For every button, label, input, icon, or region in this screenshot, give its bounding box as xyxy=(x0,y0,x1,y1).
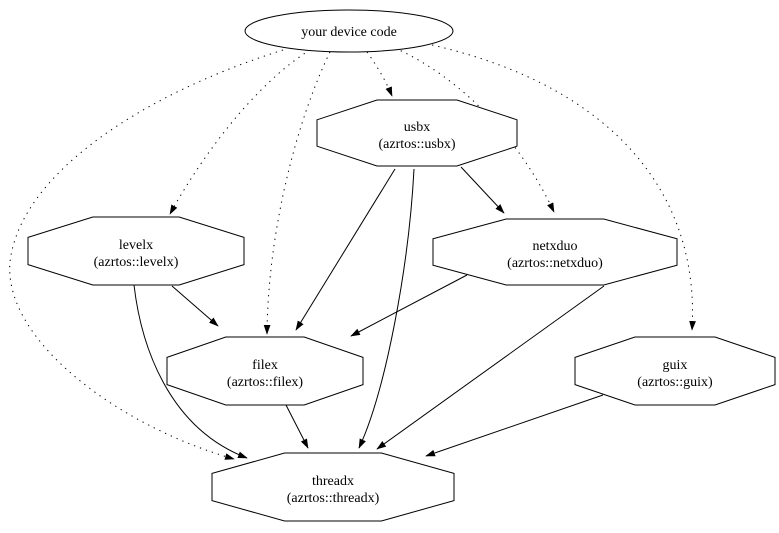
edge-usbx-to-filex xyxy=(295,168,396,331)
levelx-octagon-outline xyxy=(27,216,245,286)
node-levelx: levelx(azrtos::levelx) xyxy=(27,216,245,286)
edge-levelx-to-threadx xyxy=(133,284,248,459)
node-device-code: your device code xyxy=(244,9,454,53)
node-usbx: usbx(azrtos::usbx) xyxy=(316,99,518,167)
edge-device-code-to-usbx xyxy=(366,51,393,97)
edge-filex-to-threadx xyxy=(285,404,309,449)
edge-device-code-to-guix xyxy=(431,44,696,331)
node-netxduo: netxduo(azrtos::netxduo) xyxy=(432,218,678,286)
guix-label-line1: guix xyxy=(663,358,688,373)
node-filex: filex(azrtos::filex) xyxy=(166,336,364,406)
levelx-label-line2: (azrtos::levelx) xyxy=(94,255,179,270)
device-code-ellipse-outline xyxy=(244,9,454,53)
netxduo-label-line1: netxduo xyxy=(532,239,577,254)
guix-octagon-outline xyxy=(574,336,776,406)
edge-guix-to-threadx xyxy=(425,394,604,457)
levelx-label-line1: levelx xyxy=(119,238,153,253)
guix-label-line2: (azrtos::guix) xyxy=(637,375,713,390)
filex-label-line1: filex xyxy=(252,358,278,373)
threadx-octagon-outline xyxy=(211,452,455,522)
usbx-label-line2: (azrtos::usbx) xyxy=(379,137,456,152)
node-guix: guix(azrtos::guix) xyxy=(574,336,776,406)
edge-device-code-to-filex xyxy=(263,51,331,335)
edge-netxduo-to-filex xyxy=(350,274,468,337)
edge-device-code-to-levelx xyxy=(169,49,311,215)
netxduo-label-line2: (azrtos::netxduo) xyxy=(507,256,603,271)
netxduo-octagon-outline xyxy=(432,218,678,286)
edge-usbx-to-netxduo xyxy=(460,166,505,214)
edge-usbx-to-threadx xyxy=(358,168,415,449)
edge-netxduo-to-threadx xyxy=(376,285,605,450)
device-code-label-line1: your device code xyxy=(301,25,397,40)
usbx-label-line1: usbx xyxy=(404,120,430,135)
usbx-octagon-outline xyxy=(316,99,518,167)
edge-device-code-to-threadx xyxy=(9,49,284,460)
filex-octagon-outline xyxy=(166,336,364,406)
node-threadx: threadx(azrtos::threadx) xyxy=(211,452,455,522)
threadx-label-line1: threadx xyxy=(312,474,354,489)
edge-levelx-to-filex xyxy=(171,285,219,327)
filex-label-line2: (azrtos::filex) xyxy=(227,375,304,390)
threadx-label-line2: (azrtos::threadx) xyxy=(287,491,380,506)
